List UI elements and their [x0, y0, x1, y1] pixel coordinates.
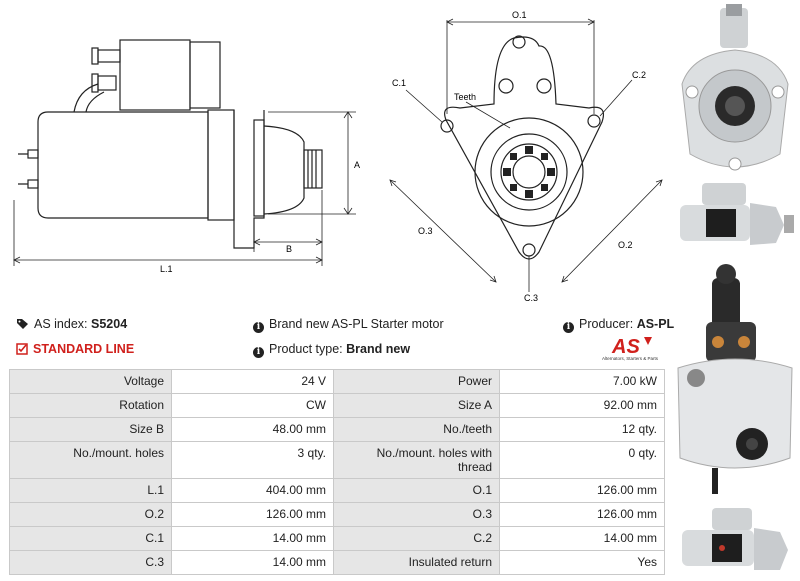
spec-label: C.2	[333, 526, 500, 551]
spec-label: Size B	[9, 417, 172, 442]
product-photo-side-2	[672, 500, 798, 580]
flange-front-view-diagram: O.1 C.1 C.2 Teeth O.3 O.2 C.3	[389, 10, 663, 303]
spec-label: O.1	[333, 478, 500, 503]
description-text: Brand new AS-PL Starter motor	[269, 317, 444, 331]
spec-label: No./mount. holes	[9, 441, 172, 479]
producer-label: Producer:	[579, 317, 634, 331]
label-o2: O.2	[618, 240, 633, 250]
spec-value: 126.00 mm	[499, 478, 665, 503]
label-o1: O.1	[512, 10, 527, 20]
product-photo-front	[672, 4, 798, 174]
starter-side-view-diagram: A B L.1	[13, 39, 360, 274]
spec-label: No./mount. holes with thread	[333, 441, 500, 479]
spec-value: 7.00 kW	[499, 369, 665, 394]
product-photo-rear	[672, 258, 798, 498]
spec-label: O.2	[9, 502, 172, 527]
producer-line: i Producer: AS-PL	[563, 317, 674, 333]
spec-value: 404.00 mm	[171, 478, 334, 503]
info-icon: i	[253, 322, 264, 333]
logo-tagline: Alternators, Starters & Parts	[601, 356, 659, 361]
producer-value: AS-PL	[636, 317, 675, 331]
spec-label: C.3	[9, 550, 172, 575]
product-type-line: i Product type: Brand new	[253, 342, 410, 358]
label-c2: C.2	[632, 70, 646, 80]
spec-value: CW	[171, 393, 334, 418]
label-c3: C.3	[524, 293, 538, 303]
standard-line-label: STANDARD LINE	[33, 342, 135, 356]
as-index-line: AS index: S5204	[16, 317, 127, 331]
label-b: B	[286, 244, 292, 254]
standard-line-badge: STANDARD LINE	[16, 342, 134, 356]
spec-value: 92.00 mm	[499, 393, 665, 418]
spec-value: 24 V	[171, 369, 334, 394]
spec-value: 14.00 mm	[499, 526, 665, 551]
spec-value: 14.00 mm	[171, 550, 334, 575]
product-type-label: Product type:	[269, 342, 343, 356]
spec-label: C.1	[9, 526, 172, 551]
spec-label: O.3	[333, 502, 500, 527]
spec-label: Voltage	[9, 369, 172, 394]
spec-label: L.1	[9, 478, 172, 503]
spec-value: 14.00 mm	[171, 526, 334, 551]
tag-icon	[17, 319, 28, 329]
info-icon: i	[253, 347, 264, 358]
label-teeth: Teeth	[454, 92, 476, 102]
as-pl-logo: AS Alternators, Starters & Parts	[598, 333, 662, 363]
spec-value: 3 qty.	[171, 441, 334, 479]
as-logo-mark: AS	[611, 336, 652, 358]
label-c1: C.1	[392, 78, 406, 88]
spec-label: Insulated return	[333, 550, 500, 575]
checkbox-checked-icon	[16, 343, 28, 355]
spec-value: 48.00 mm	[171, 417, 334, 442]
label-o3: O.3	[418, 226, 433, 236]
as-index-label: AS index:	[34, 317, 88, 331]
description-line: i Brand new AS-PL Starter motor	[253, 317, 444, 333]
spec-value: Yes	[499, 550, 665, 575]
spec-label: Rotation	[9, 393, 172, 418]
spec-label: Size A	[333, 393, 500, 418]
spec-value: 0 qty.	[499, 441, 665, 479]
spec-label: Power	[333, 369, 500, 394]
spec-value: 126.00 mm	[499, 502, 665, 527]
label-a: A	[354, 160, 360, 170]
product-photo-side	[672, 175, 798, 253]
spec-label: No./teeth	[333, 417, 500, 442]
spec-value: 126.00 mm	[171, 502, 334, 527]
as-index-value: S5204	[91, 317, 128, 331]
info-icon: i	[563, 322, 574, 333]
spec-value: 12 qty.	[499, 417, 665, 442]
product-type-value: Brand new	[346, 342, 411, 356]
label-l1: L.1	[160, 264, 173, 274]
svg-text:AS: AS	[611, 336, 640, 357]
